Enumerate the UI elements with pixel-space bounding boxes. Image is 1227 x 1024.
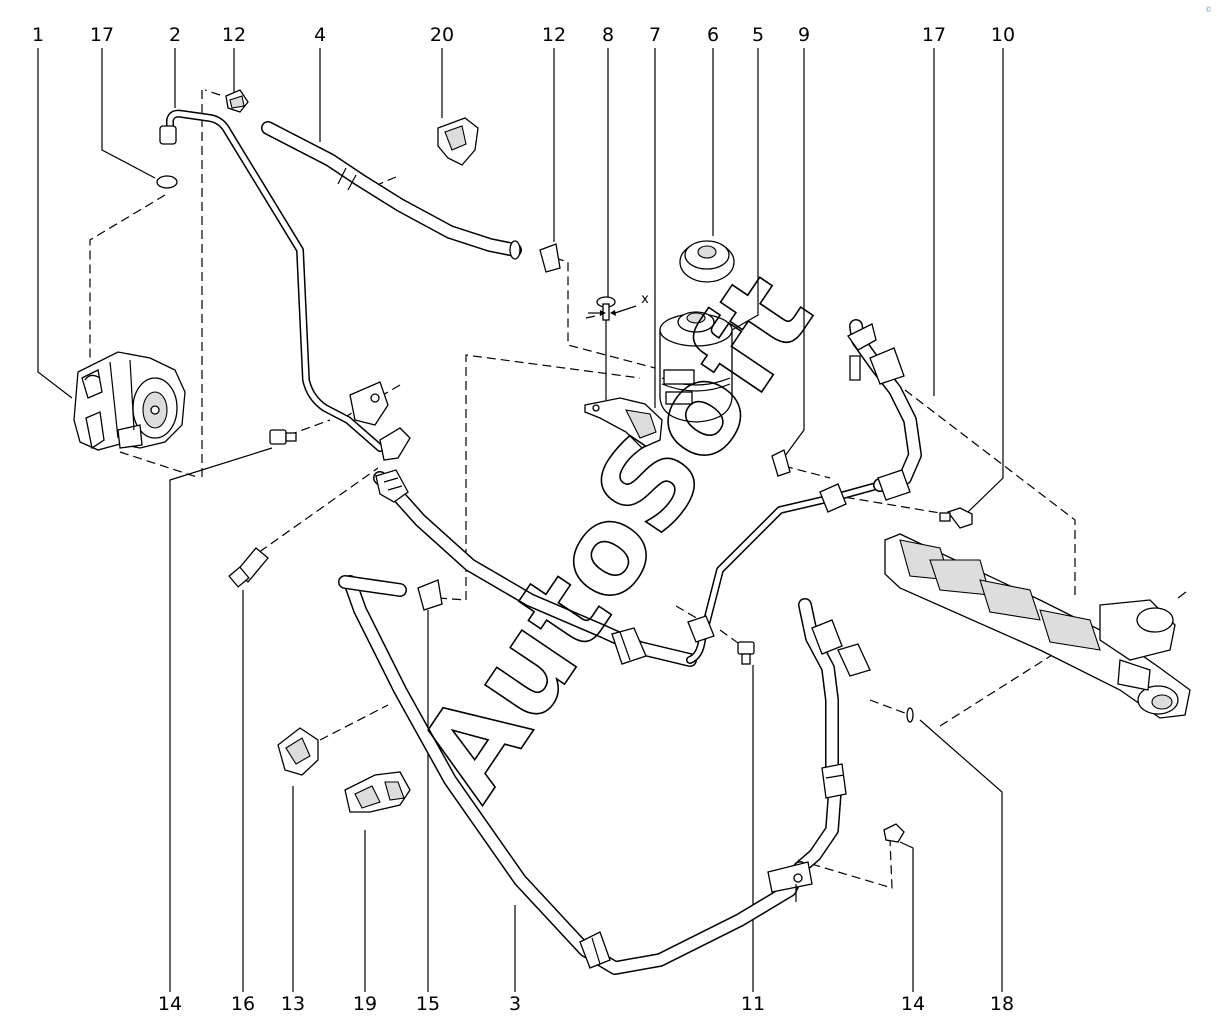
callout-4: 4	[314, 24, 326, 46]
callout-16: 16	[231, 993, 255, 1015]
pressure-hose-15	[373, 427, 697, 667]
callout-13: 13	[281, 993, 305, 1015]
callout-12: 12	[222, 24, 246, 46]
callouts-top: 1 17 2 12 4 20 12 8 7 6 5 9 17 10	[32, 24, 1015, 46]
power-steering-pump	[73, 351, 186, 451]
callout-17: 17	[90, 24, 114, 46]
bolt-8	[596, 296, 616, 400]
view-x-marker: x	[588, 292, 649, 316]
callout-11: 11	[741, 993, 765, 1015]
callout-18: 18	[990, 993, 1014, 1015]
leader-lines	[37, 48, 1004, 992]
return-pipe-9	[686, 481, 884, 664]
callout-15: 15	[416, 993, 440, 1015]
clip-15	[417, 579, 443, 611]
callout-8: 8	[602, 24, 614, 46]
watermark: AutoSoft	[390, 249, 840, 823]
leader-14b	[899, 841, 914, 992]
callout-14: 14	[158, 993, 182, 1015]
pressure-pipe-2	[159, 109, 389, 452]
callout-9: 9	[798, 24, 810, 46]
bolt-10	[939, 507, 973, 529]
callout-7: 7	[649, 24, 661, 46]
clip-12-top	[225, 89, 249, 113]
watermark-text: AutoSoft	[391, 250, 840, 822]
feed-hose-17	[847, 319, 922, 501]
callout-17b: 17	[922, 24, 946, 46]
clip-12-reservoir	[539, 243, 561, 273]
fluid-reservoir-5	[659, 311, 733, 423]
bolt-14-left	[269, 429, 297, 445]
leader-9	[781, 48, 805, 461]
callout-19: 19	[353, 993, 377, 1015]
steering-rack	[884, 533, 1191, 719]
leader-17	[101, 48, 156, 179]
leader-10	[967, 48, 1004, 513]
view-x-label: x	[641, 292, 649, 307]
leader-14	[169, 447, 273, 992]
callout-6: 6	[707, 24, 719, 46]
clip-19	[344, 771, 411, 813]
leader-5	[731, 48, 759, 331]
leader-1	[37, 48, 73, 399]
callout-12b: 12	[542, 24, 566, 46]
callout-14b: 14	[901, 993, 925, 1015]
o-ring-18	[906, 707, 914, 723]
callouts-bottom: 14 16 13 19 15 3 11 14 18	[158, 993, 1014, 1015]
callout-10: 10	[991, 24, 1015, 46]
return-hose-3	[338, 575, 813, 975]
reservoir-cap-6	[679, 240, 735, 283]
clip-9	[771, 449, 791, 477]
reservoir-bracket-7	[584, 397, 663, 449]
leader-18	[919, 719, 1003, 992]
callout-2: 2	[169, 24, 181, 46]
return-hose-4	[261, 121, 522, 260]
callout-5: 5	[752, 24, 764, 46]
callout-3: 3	[509, 993, 521, 1015]
bolt-14-right	[883, 823, 905, 843]
o-ring-17	[156, 175, 178, 189]
union-16	[228, 547, 269, 588]
callout-20: 20	[430, 24, 454, 46]
clip-13	[277, 727, 319, 776]
clip-20	[437, 117, 479, 166]
hose-18	[793, 598, 871, 875]
corner-mark: ©	[1205, 6, 1212, 14]
callout-1: 1	[32, 24, 44, 46]
bolt-11	[737, 641, 755, 665]
